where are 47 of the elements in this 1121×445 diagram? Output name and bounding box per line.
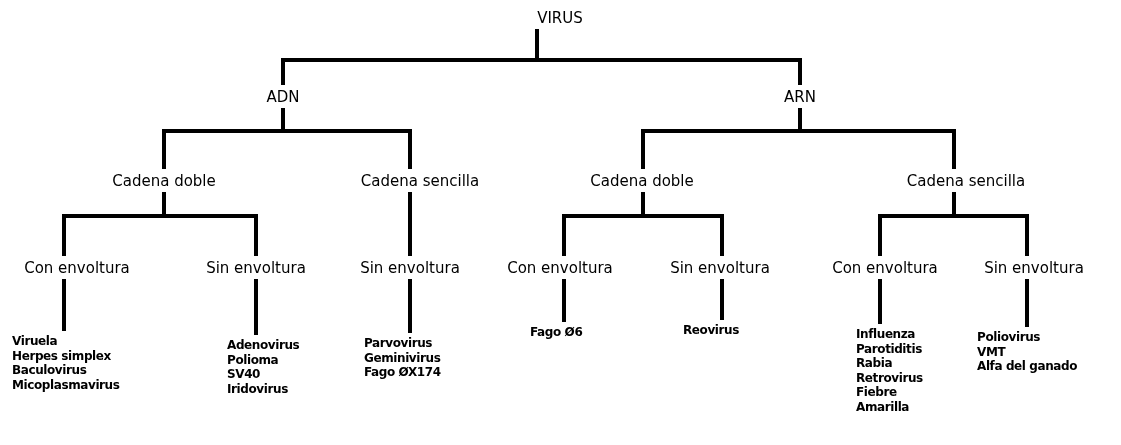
virus-name: SV40 — [227, 367, 262, 382]
category-label: Sin envoltura — [670, 259, 770, 277]
virus-name: Herpes simplex — [12, 348, 112, 363]
virus-name: Baculovirus — [12, 363, 88, 378]
virus-name: VMT — [977, 344, 1007, 359]
category-label: VIRUS — [537, 9, 583, 27]
connector-line — [952, 192, 1029, 256]
category-label: Con envoltura — [832, 259, 938, 277]
virus-name: Parotiditis — [856, 341, 923, 356]
category-label: Cadena doble — [590, 172, 694, 190]
category-label: Con envoltura — [507, 259, 613, 277]
category-label: Sin envoltura — [984, 259, 1084, 277]
connector-line — [162, 192, 258, 256]
virus-name: Fiebre Amarilla — [856, 385, 911, 414]
category-label: Con envoltura — [24, 259, 130, 277]
virus-name: Iridovirus — [227, 381, 289, 396]
category-label: Cadena doble — [112, 172, 216, 190]
connector-line — [562, 279, 566, 322]
virus-name: Poliovirus — [977, 330, 1042, 345]
virus-name: Alfa del ganado — [977, 359, 1079, 374]
virus-name: Adenovirus — [227, 338, 301, 353]
category-label: Cadena sencilla — [360, 172, 480, 190]
virus-name: Fago ØX174 — [364, 365, 442, 380]
connector-line — [62, 279, 66, 331]
virus-name: Influenza — [856, 327, 917, 342]
connector-line — [720, 279, 724, 320]
category-label: ARN — [784, 88, 816, 106]
connector-line — [878, 279, 882, 324]
virus-name: Geminivirus — [364, 350, 442, 365]
virus-name: Rabia — [856, 356, 894, 371]
virus-name: Fago Ø6 — [530, 325, 584, 340]
virus-name: Viruela — [12, 334, 59, 349]
connector-line — [1025, 279, 1029, 327]
category-label: Cadena sencilla — [906, 172, 1026, 190]
connector-line — [641, 192, 724, 256]
connector-line — [254, 279, 258, 335]
category-label: Sin envoltura — [360, 259, 460, 277]
connector-line — [408, 192, 412, 256]
virus-name: Reovirus — [683, 323, 740, 338]
virus-name: Polioma — [227, 352, 280, 367]
category-label: ADN — [266, 88, 300, 106]
category-label: Sin envoltura — [206, 259, 306, 277]
virus-name: Parvovirus — [364, 336, 434, 351]
virus-name: Retrovirus — [856, 370, 924, 385]
virus-name: Micoplasmavirus — [12, 377, 121, 392]
connector-line — [408, 279, 412, 333]
connector-line — [535, 29, 802, 85]
